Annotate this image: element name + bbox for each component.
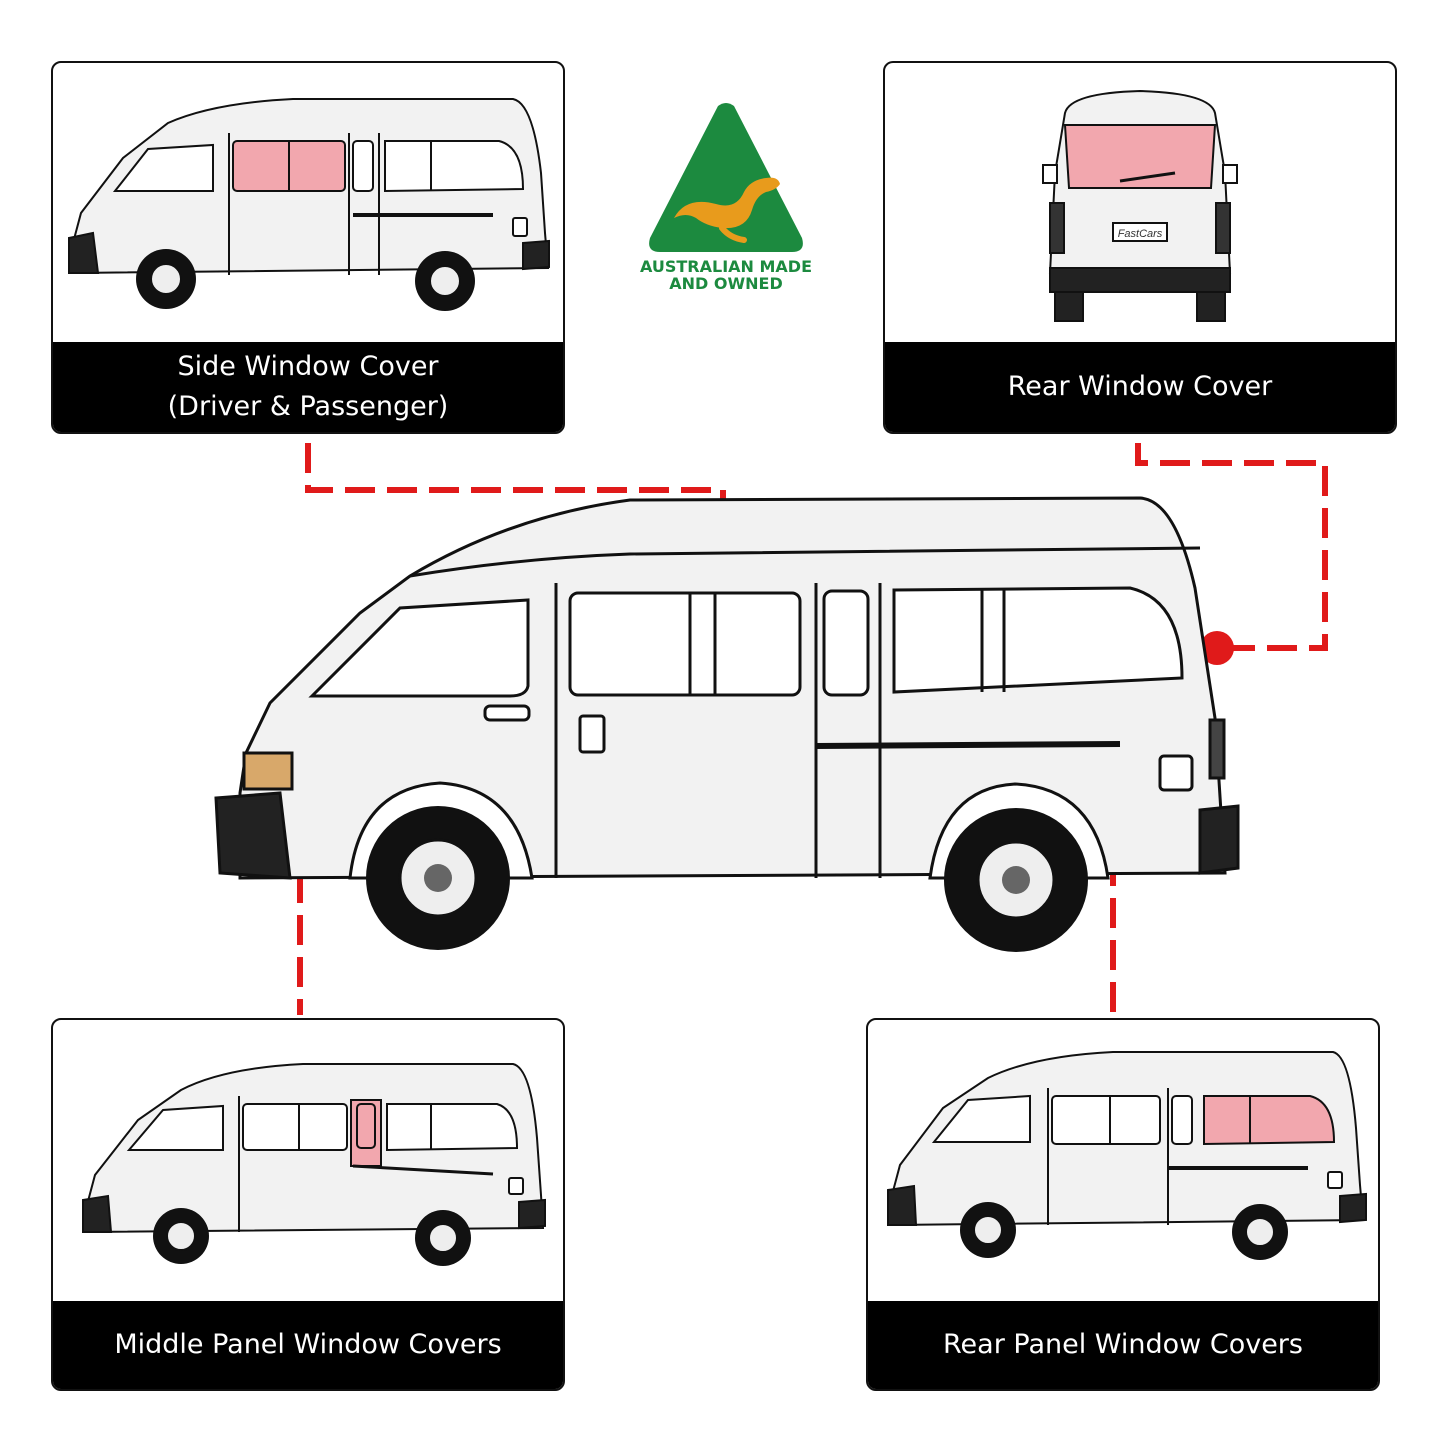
- connector-rear-window: [1135, 443, 1328, 651]
- card-middle-panel: Middle Panel Window Covers: [51, 1018, 565, 1391]
- australian-made-logo: AUSTRALIAN MADE AND OWNED: [626, 100, 826, 300]
- rear-window-caption-line1: Rear Window Cover: [1007, 371, 1273, 402]
- card-side-window: Side Window Cover (Driver & Passenger): [51, 61, 565, 434]
- card-rear-window: FastCars Rear Window Cover: [883, 61, 1397, 434]
- rear-panel-caption-line1: Rear Panel Window Covers: [943, 1329, 1303, 1360]
- card-rear-panel-caption: Rear Panel Window Covers: [868, 1301, 1378, 1389]
- card-rear-window-caption: Rear Window Cover: [885, 342, 1395, 432]
- side-window-caption-line1: Side Window Cover: [177, 351, 439, 382]
- main-van-illustration: [214, 496, 1240, 952]
- card-middle-panel-caption: Middle Panel Window Covers: [53, 1301, 563, 1389]
- van-side-thumbnail: [68, 98, 550, 311]
- connector-side-window: [305, 443, 726, 648]
- license-plate-text: FastCars: [1118, 228, 1163, 240]
- van-rear-panel-thumbnail: [887, 1051, 1367, 1260]
- van-rear-thumbnail: FastCars: [1042, 89, 1238, 322]
- van-middle-thumbnail: [82, 1063, 546, 1266]
- logo-text-line2: AND OWNED: [669, 274, 783, 293]
- marker-rear-window: [1200, 631, 1234, 665]
- middle-panel-caption-line1: Middle Panel Window Covers: [114, 1329, 502, 1360]
- logo-text-line1: AUSTRALIAN MADE: [639, 257, 813, 276]
- card-rear-panel: Rear Panel Window Covers: [866, 1018, 1380, 1391]
- card-side-window-caption: Side Window Cover (Driver & Passenger): [53, 342, 563, 432]
- side-window-caption-line2: (Driver & Passenger): [167, 391, 449, 422]
- kangaroo-triangle-icon: [649, 103, 803, 252]
